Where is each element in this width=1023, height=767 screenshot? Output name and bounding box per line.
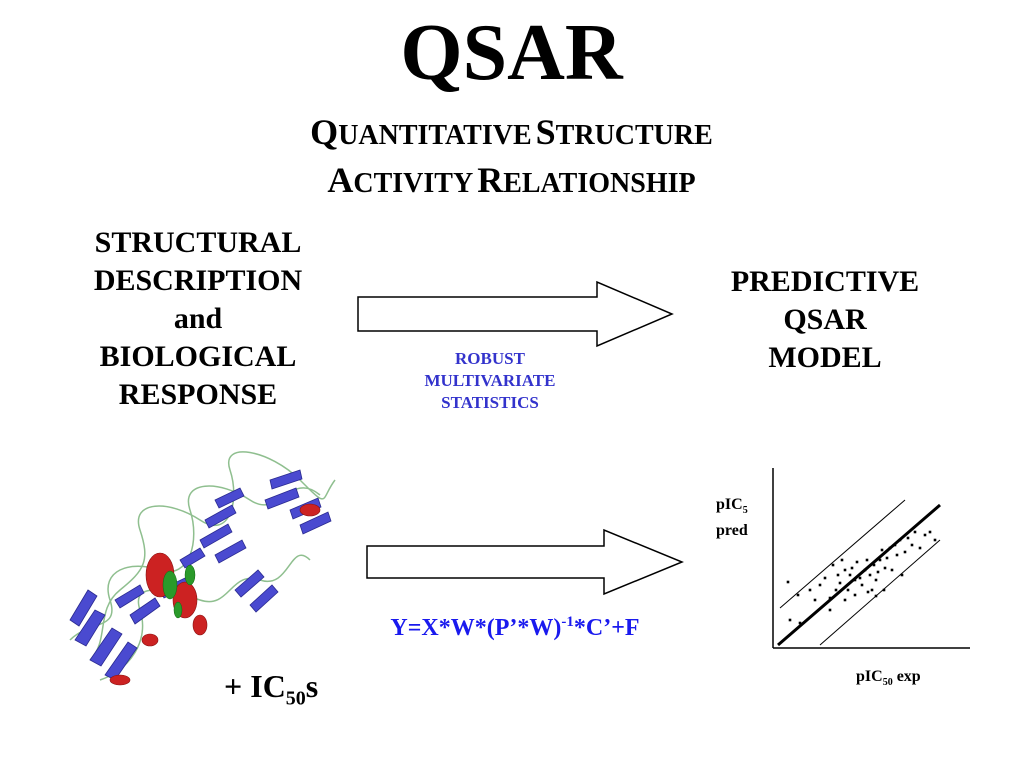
scatter-point (840, 558, 844, 562)
scatter-point (831, 563, 835, 567)
model-equation: Y=X*W*(P’*W)-1*C’+F (390, 614, 640, 641)
scatter-point (893, 543, 897, 547)
scatter-plot (772, 468, 970, 649)
scatter-point (933, 538, 937, 542)
page-title: QSAR (400, 9, 623, 97)
scatter-point (895, 553, 899, 557)
scatter-point (846, 588, 850, 592)
lower-confidence-line (819, 539, 941, 646)
scatter-point (798, 621, 802, 625)
scatter-point (913, 530, 917, 534)
right-arrow-icon (357, 280, 674, 348)
subtitle-line-1: QUANTITATIVE STRUCTURE (310, 112, 713, 152)
scatter-point (883, 566, 887, 570)
robust-statistics-label: ROBUST MULTIVARIATE STATISTICS (424, 349, 556, 412)
y-axis-label: pIC5 pred (716, 496, 748, 540)
scatter-point (885, 556, 889, 560)
upper-confidence-line (779, 499, 906, 609)
scatter-point (834, 588, 838, 592)
scatter-point (855, 560, 859, 564)
scatter-point (843, 598, 847, 602)
scatter-point (888, 546, 892, 550)
scatter-point (843, 568, 847, 572)
regression-line (777, 503, 941, 647)
ic50-label: + IC50s (224, 668, 319, 710)
scatter-point (903, 550, 907, 554)
scatter-point (808, 588, 812, 592)
page-subtitle: QUANTITATIVE STRUCTURE ACTIVITY RELATION… (0, 112, 1023, 208)
scatter-point (850, 566, 854, 570)
scatter-point (928, 530, 932, 534)
scatter-point (828, 608, 832, 612)
scatter-point (898, 538, 902, 542)
scatter-point (890, 568, 894, 572)
scatter-point (788, 618, 792, 622)
scatter-point (910, 543, 914, 547)
scatter-point (872, 563, 876, 567)
scatter-point (823, 576, 827, 580)
scatter-point (786, 580, 790, 584)
scatter-point (860, 583, 864, 587)
scatter-point (874, 594, 878, 598)
scatter-point (868, 573, 872, 577)
scatter-point (866, 590, 870, 594)
scatter-point (874, 578, 878, 582)
scatter-point (876, 570, 880, 574)
scatter-points (786, 530, 937, 625)
scatter-point (882, 588, 886, 592)
x-axis-label: pIC50 exp (856, 668, 921, 689)
protein-structure-ribbon-icon (69, 451, 336, 686)
predictive-model-block: PREDICTIVE QSAR MODEL (730, 265, 920, 374)
scatter-point (853, 578, 857, 582)
right-arrow-icon (366, 528, 684, 596)
scatter-point (818, 583, 822, 587)
structural-description-block: STRUCTURAL DESCRIPTION and BIOLOGICAL RE… (93, 226, 303, 411)
scatter-point (848, 573, 852, 577)
scatter-point (880, 548, 884, 552)
scatter-point (900, 573, 904, 577)
scatter-point (853, 593, 857, 597)
scatter-point (836, 573, 840, 577)
scatter-point (865, 558, 869, 562)
scatter-point (906, 536, 910, 540)
scatter-point (828, 596, 832, 600)
scatter-point (878, 558, 882, 562)
scatter-point (813, 598, 817, 602)
scatter-point (863, 568, 867, 572)
scatter-point (918, 546, 922, 550)
scatter-point (796, 593, 800, 597)
scatter-point (870, 588, 874, 592)
scatter-point (858, 576, 862, 580)
scatter-point (838, 581, 842, 585)
subtitle-line-2: ACTIVITY RELATIONSHIP (327, 160, 696, 200)
scatter-point (923, 533, 927, 537)
